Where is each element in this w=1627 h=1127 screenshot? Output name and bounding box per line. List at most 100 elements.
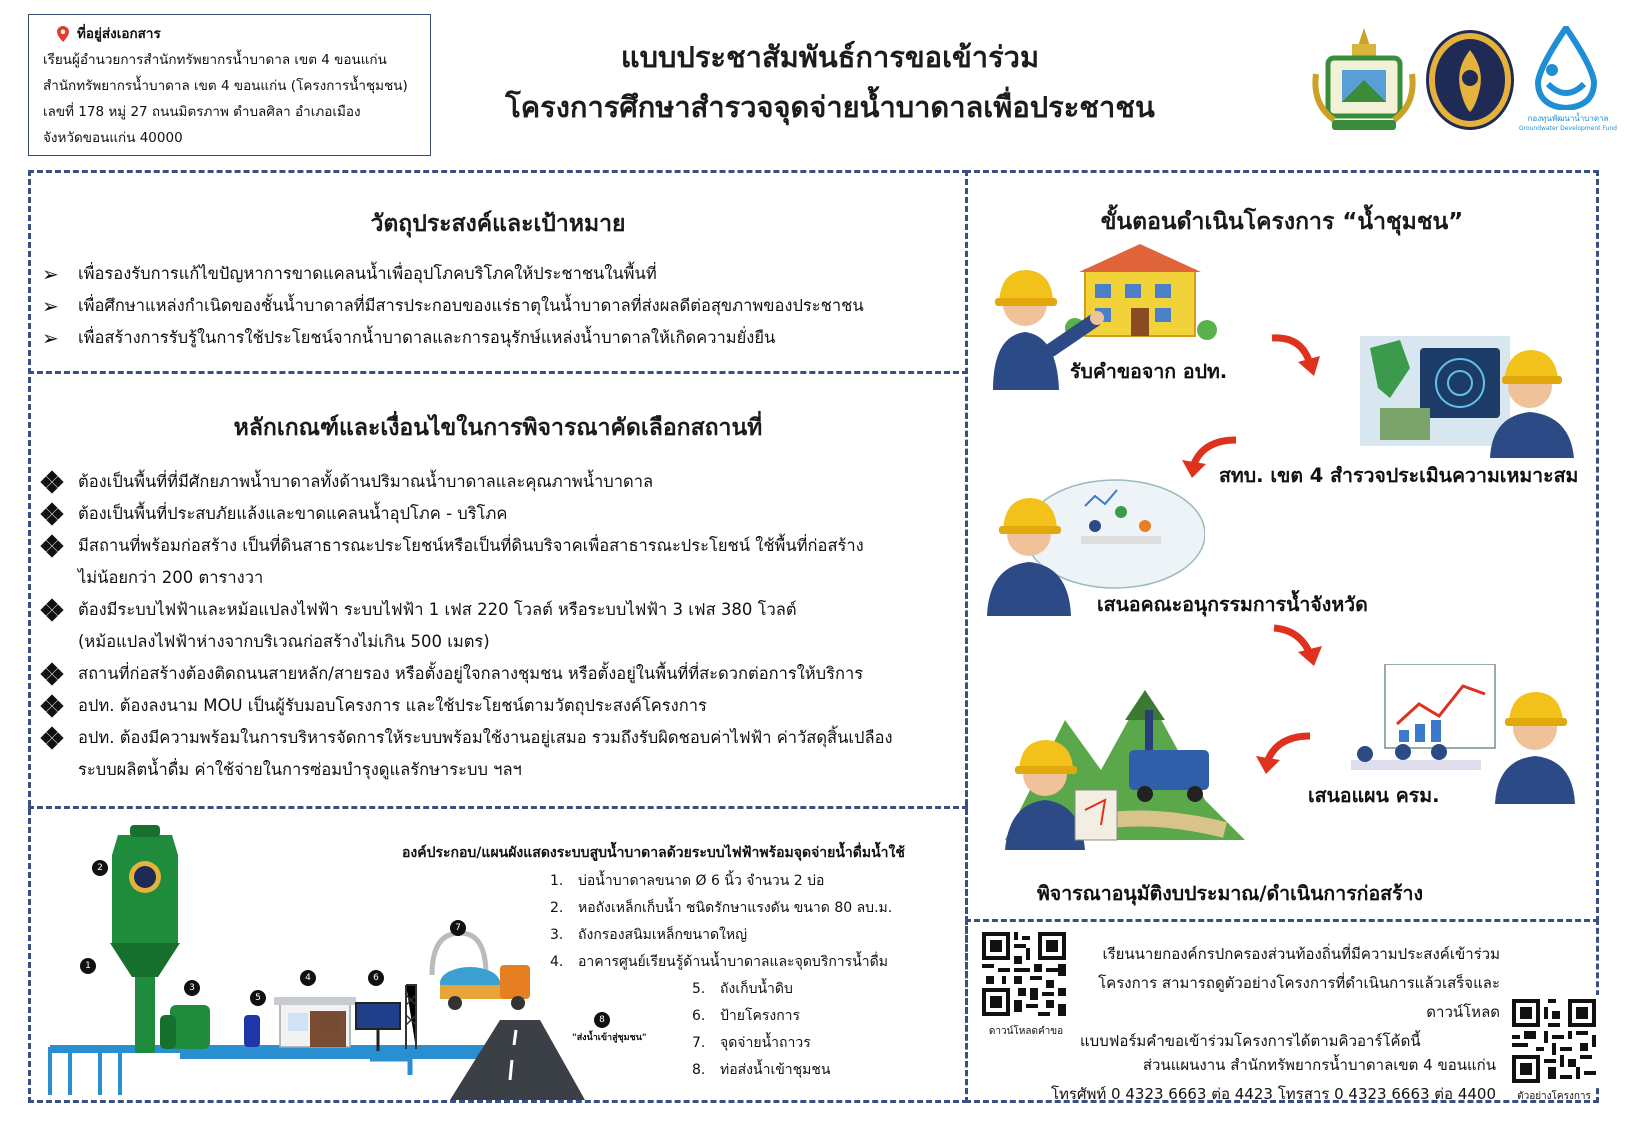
component-number-badge: 4: [300, 970, 316, 986]
provincial-emblem-logo: [1312, 28, 1416, 130]
pipe-label: "ส่งน้ำเข้าสู่ชุมชน": [572, 1033, 647, 1043]
qr-code-icon: [978, 928, 1070, 1020]
divider: [28, 806, 968, 809]
step-caption: เสนอแผน ครม.: [1308, 784, 1440, 807]
divider: [28, 371, 968, 374]
qr-code-sample-project[interactable]: [1508, 995, 1600, 1087]
step-caption: รับคำขอจาก อปท.: [1070, 360, 1228, 383]
filter-tank: [170, 1005, 210, 1049]
component-item: 8.ท่อส่งน้ำเข้าชุมชน: [692, 1062, 831, 1078]
footer-line: โครงการ สามารถดูตัวอย่างโครงการที่ดำเนิน…: [1098, 974, 1500, 1021]
water-drop-icon: [1534, 22, 1598, 112]
drill-rig: [1129, 710, 1209, 802]
road: [450, 1020, 585, 1100]
steps-heading: ขั้นตอนดำเนินโครงการ “น้ำชุมชน”: [1100, 209, 1464, 235]
criteria-item: สถานที่ก่อสร้างต้องติดถนนสายหลัก/สายรอง …: [40, 658, 952, 690]
footer-org: ส่วนแผนงาน สำนักทรัพยากรน้ำบาดาลเขต 4 ขอ…: [1142, 1056, 1496, 1074]
step-caption: เสนอคณะอนุกรรมการน้ำจังหวัด: [1097, 593, 1368, 616]
address-line: สำนักทรัพยากรน้ำบาดาล เขต 4 ขอนแก่น (โคร…: [43, 78, 408, 94]
address-line: เลขที่ 178 หมู่ 27 ถนนมิตรภาพ ตำบลศิลา อ…: [43, 104, 361, 120]
component-item: 3.ถังกรองสนิมเหล็กขนาดใหญ่: [550, 927, 748, 943]
pipe: [50, 1045, 550, 1053]
component-number-badge: 6: [368, 970, 384, 986]
address-line: จังหวัดขอนแก่น 40000: [43, 130, 183, 146]
arrow-bullet-icon: ➢: [42, 294, 59, 318]
project-sign: [355, 1002, 401, 1051]
arrow-bullet-icon: ➢: [42, 262, 59, 286]
objective-item: ➢เพื่อรองรับการแก้ไขปัญหาการขาดแคลนน้ำเพ…: [42, 258, 864, 290]
footer-notice: เรียนนายกองค์กรปกครองส่วนท้องถิ่นที่มีคว…: [1080, 940, 1500, 1056]
qr-code-download-form[interactable]: [978, 928, 1070, 1020]
title-line-1: แบบประชาสัมพันธ์การขอเข้าร่วม: [620, 40, 1040, 74]
title-line-2: โครงการศึกษาสำรวจจุดจ่ายน้ำบาดาลเพื่อประ…: [505, 90, 1155, 124]
groundwater-fund-logo: กองทุนพัฒนาน้ำบาดาล Groundwater Developm…: [1518, 22, 1618, 134]
worker-figure: [993, 270, 1104, 390]
diamond-bullet-icon: [40, 598, 64, 622]
worker-figure: [1495, 692, 1575, 804]
diamond-bullet-icon: [40, 470, 64, 494]
curved-arrow-icon: [1271, 334, 1320, 376]
component-item: 7.จุดจ่ายน้ำถาวร: [692, 1035, 811, 1051]
curved-arrow-icon: [1182, 436, 1237, 478]
address-box: ที่อยู่ส่งเอกสาร เรียนผู้อำนวยการสำนักทร…: [28, 14, 431, 156]
steel-tank-tower: [110, 825, 180, 1053]
qr-code-icon: [1508, 995, 1600, 1087]
step-caption: สทบ. เขต 4 สำรวจประเมินความเหมาะสม: [1219, 464, 1579, 487]
component-number-badge: 1: [80, 958, 96, 974]
fund-caption-en: Groundwater Development Fund: [1519, 125, 1617, 132]
diamond-bullet-icon: [40, 726, 64, 750]
criteria-list: ต้องเป็นพื้นที่ที่มีศักยภาพน้ำบาดาลทั้งด…: [40, 466, 952, 786]
component-item: 4.อาคารศูนย์เรียนรู้ด้านน้ำบาดาลและจุดบร…: [550, 954, 888, 970]
address-heading-row: ที่อยู่ส่งเอกสาร: [57, 21, 416, 47]
fund-caption: กองทุนพัฒนาน้ำบาดาล: [1527, 114, 1609, 123]
learning-center-building: [274, 997, 356, 1048]
step1-illustration: [993, 244, 1217, 390]
criteria-item: อปท. ต้องลงนาม MOU เป็นผู้รับมอบโครงการ …: [40, 690, 952, 722]
right-panel-frame: [965, 170, 1599, 922]
dgr-seal-logo: [1426, 30, 1514, 130]
step-caption: พิจารณาอนุมัติงบประมาณ/ดำเนินการก่อสร้าง: [1036, 882, 1424, 905]
criteria-item: ต้องมีระบบไฟฟ้าและหม้อแปลงไฟฟ้า ระบบไฟฟ้…: [40, 594, 952, 658]
objective-item: ➢เพื่อสร้างการรับรู้ในการใช้ประโยชน์จากน…: [42, 322, 864, 354]
objectives-heading: วัตถุประสงค์และเป้าหมาย: [370, 211, 626, 237]
curved-arrow-icon: [1273, 624, 1322, 666]
address-heading: ที่อยู่ส่งเอกสาร: [77, 26, 161, 42]
component-number-badge: 7: [450, 920, 466, 936]
step4-illustration: [1351, 664, 1575, 804]
raw-water-tank: [244, 1015, 260, 1047]
worker-figure: [1005, 740, 1118, 850]
component-number-badge: 2: [92, 860, 108, 876]
location-pin-icon: [57, 26, 69, 42]
step2-illustration: [1360, 336, 1574, 458]
water-truck: [440, 965, 530, 1010]
criteria-heading: หลักเกณฑ์และเงื่อนไขในการพิจารณาคัดเลือก…: [233, 415, 763, 441]
objectives-list: ➢เพื่อรองรับการแก้ไขปัญหาการขาดแคลนน้ำเพ…: [42, 258, 864, 354]
criteria-item: ต้องเป็นพื้นที่ที่มีศักยภาพน้ำบาดาลทั้งด…: [40, 466, 952, 498]
component-list: 1.บ่อน้ำบาดาลขนาด Ø 6 นิ้ว จำนวน 2 บ่อ 2…: [550, 868, 892, 1084]
component-number-badge: 5: [250, 990, 266, 1006]
arrow-bullet-icon: ➢: [42, 326, 59, 350]
criteria-item: อปท. ต้องมีความพร้อมในการบริหารจัดการให้…: [40, 722, 952, 786]
step5-illustration: [1005, 690, 1245, 850]
objective-item: ➢เพื่อศึกษาแหล่งกำเนิดของชั้นน้ำบาดาลที่…: [42, 290, 864, 322]
footer-line: แบบฟอร์มคำขอเข้าร่วมโครงการได้ตามคิวอาร์…: [1080, 1032, 1421, 1050]
curved-arrow-icon: [1256, 732, 1311, 774]
worker-figure: [987, 498, 1071, 616]
diamond-bullet-icon: [40, 534, 64, 558]
component-item: 6.ป้ายโครงการ: [692, 1008, 801, 1024]
footer-line: เรียนนายกองค์กรปกครองส่วนท้องถิ่นที่มีคว…: [1102, 945, 1500, 963]
water-system-diagram: [48, 825, 585, 1100]
page-title: แบบประชาสัมพันธ์การขอเข้าร่วม โครงการศึก…: [440, 32, 1220, 132]
component-item: 1.บ่อน้ำบาดาลขนาด Ø 6 นิ้ว จำนวน 2 บ่อ: [550, 873, 825, 889]
component-item: 2.หอถังเหล็กเก็บน้ำ ชนิดรักษาแรงดัน ขนาด…: [550, 900, 893, 916]
qr-right-label: ตัวอย่างโครงการ: [1517, 1091, 1591, 1102]
component-item: 5.ถังเก็บน้ำดิบ: [692, 981, 793, 997]
component-number-badge: 8: [594, 1012, 610, 1028]
qr-left-label: ดาวน์โหลดคำขอ: [988, 1026, 1064, 1037]
diamond-bullet-icon: [40, 502, 64, 526]
component-number-badge: 3: [184, 980, 200, 996]
diamond-bullet-icon: [40, 662, 64, 686]
criteria-item: มีสถานที่พร้อมก่อสร้าง เป็นที่ดินสาธารณะ…: [40, 530, 952, 594]
address-line: เรียนผู้อำนวยการสำนักทรัพยากรน้ำบาดาล เข…: [43, 52, 387, 68]
footer-phone: โทรศัพท์ 0 4323 6663 ต่อ 4423 โทรสาร 0 4…: [1050, 1085, 1496, 1103]
